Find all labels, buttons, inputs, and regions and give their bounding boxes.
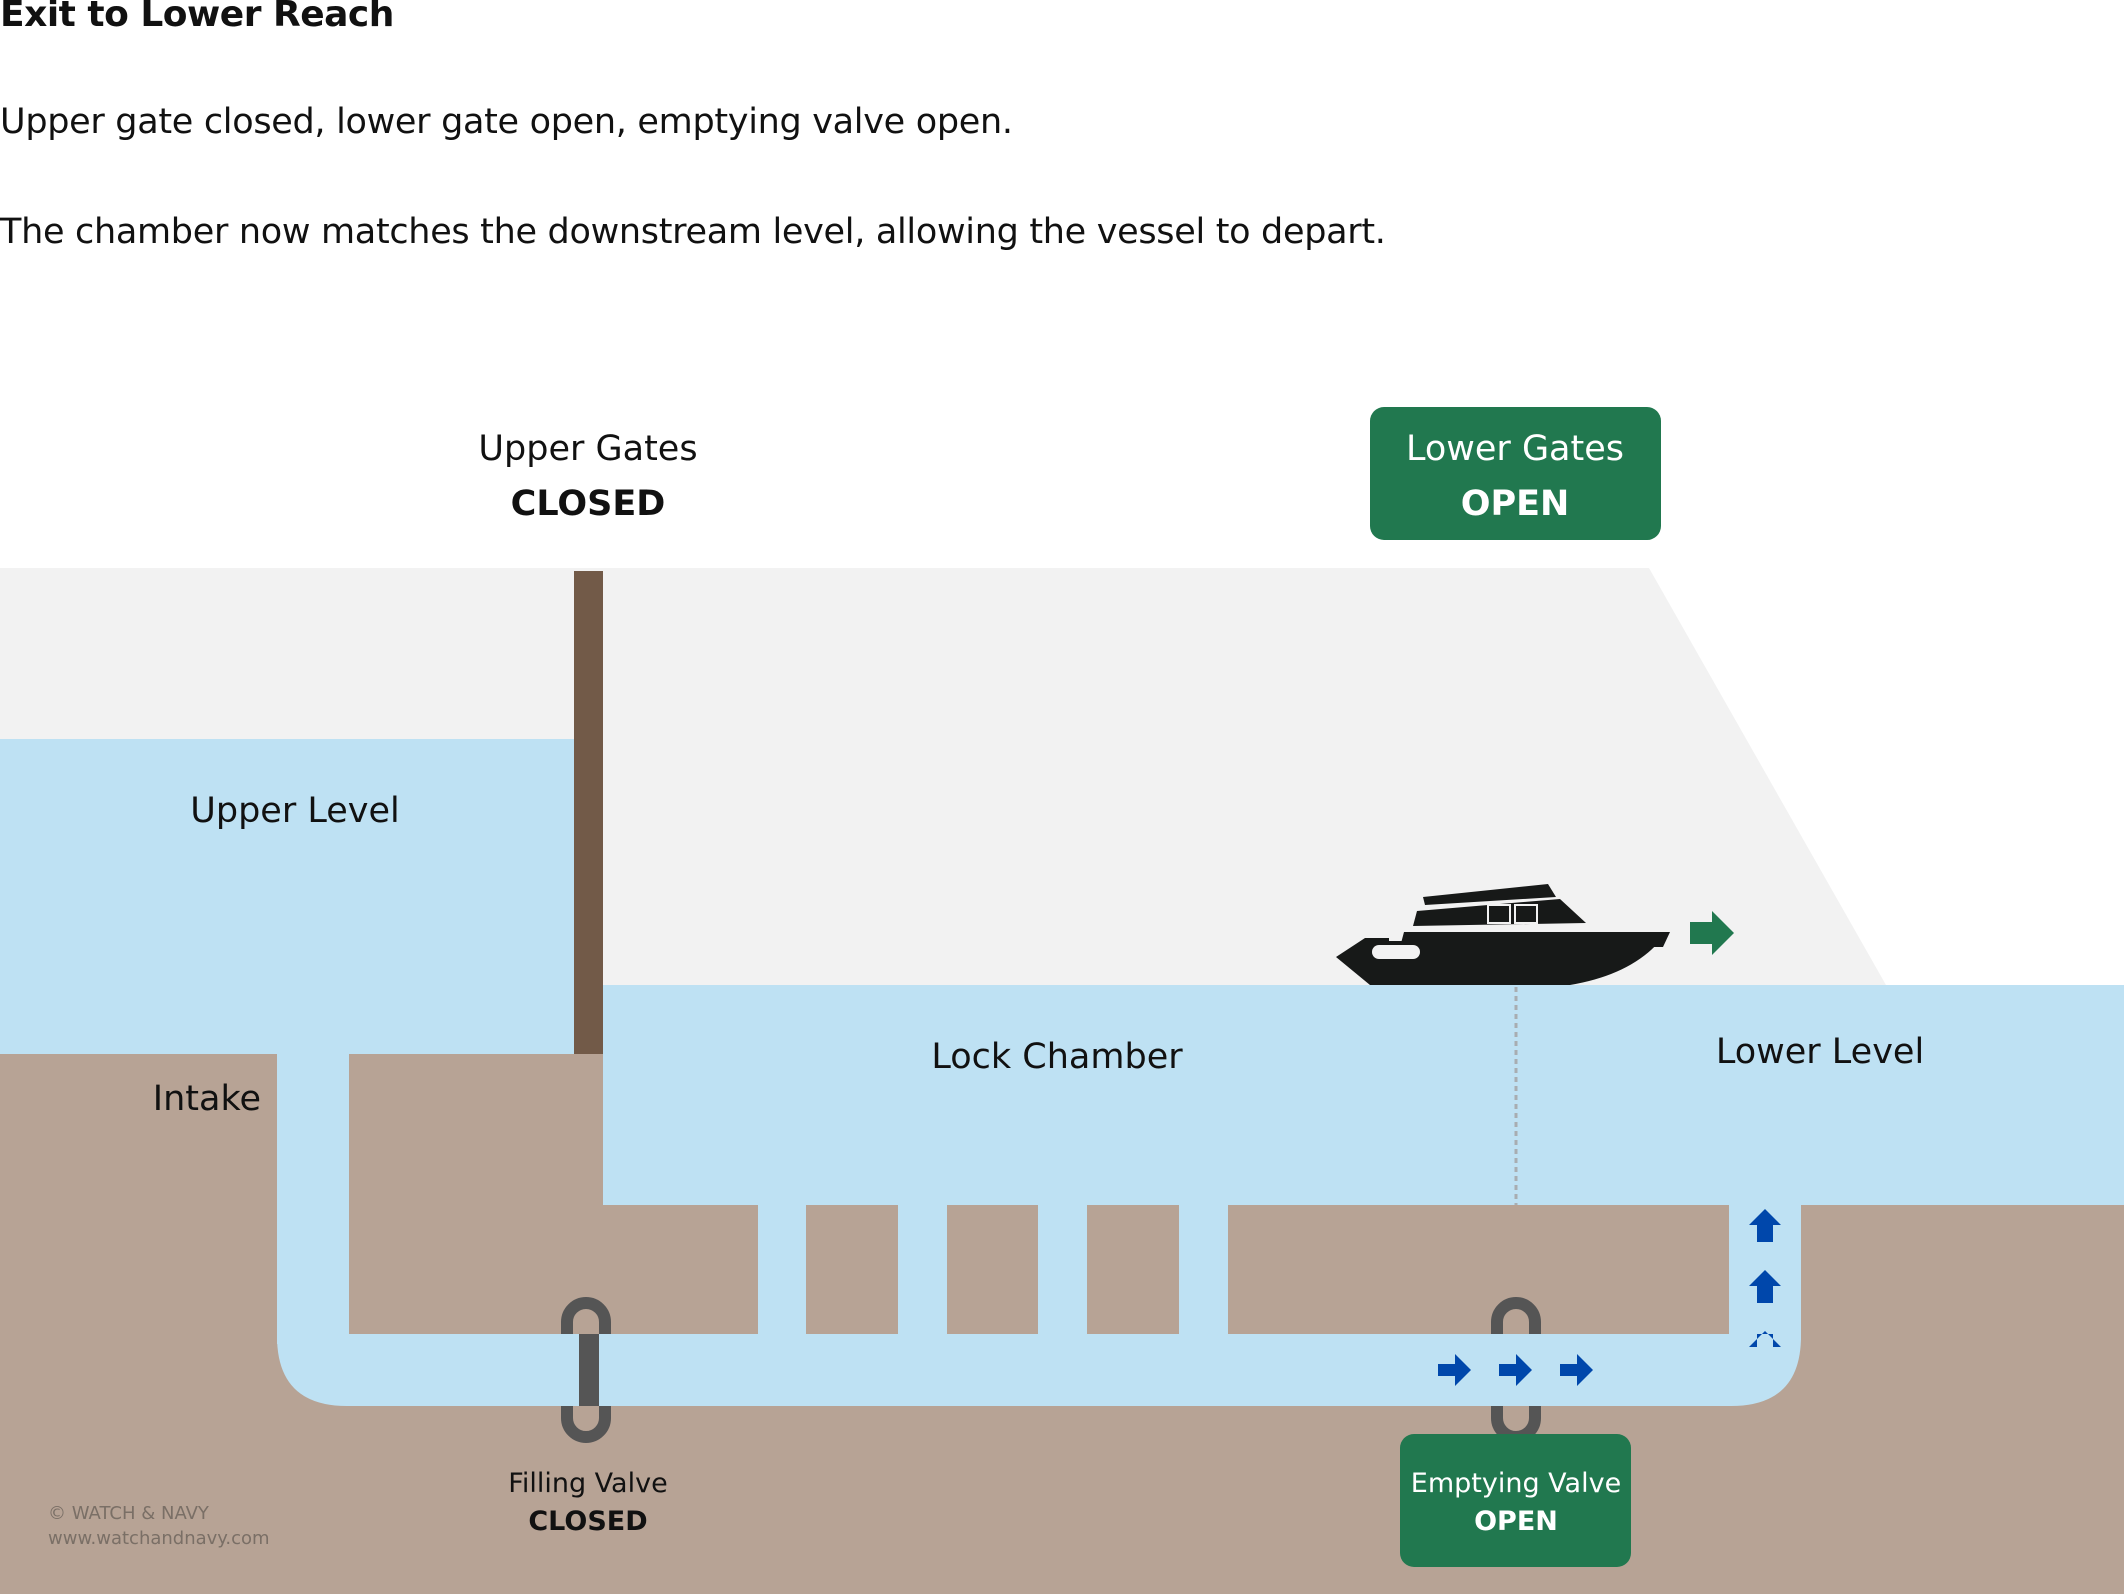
lower-gates-badge <box>1370 407 1661 540</box>
lower-gates-state: OPEN <box>1461 484 1570 524</box>
state-description: Upper gate closed, lower gate open, empt… <box>0 102 1013 142</box>
boat-direction-arrow-icon <box>1690 911 1734 955</box>
boat-icon <box>1336 884 1670 985</box>
port <box>758 1200 806 1340</box>
upper-gates-name: Upper Gates <box>478 429 697 469</box>
flow-arrow-up-icon <box>1749 1209 1781 1242</box>
filling-valve-icon <box>561 1297 611 1443</box>
chamber-water <box>603 985 2124 1205</box>
filling-valve-name: Filling Valve <box>508 1468 667 1499</box>
emptying-valve-badge <box>1400 1434 1631 1567</box>
website-url: www.watchandnavy.com <box>48 1528 270 1549</box>
filling-valve-state: CLOSED <box>528 1506 647 1537</box>
flow-arrow-up-icon <box>1749 1331 1781 1347</box>
port <box>898 1200 947 1340</box>
flow-arrow-right-icon <box>1560 1354 1593 1386</box>
copyright-text: © WATCH & NAVY <box>48 1503 210 1524</box>
lock-chamber-label: Lock Chamber <box>931 1037 1183 1077</box>
upper-gate <box>574 571 603 1054</box>
lower-gates-name: Lower Gates <box>1406 429 1624 469</box>
culvert <box>277 1334 1801 1406</box>
intake-label: Intake <box>153 1079 261 1119</box>
lower-level-label: Lower Level <box>1716 1032 1924 1072</box>
upper-level-label: Upper Level <box>190 791 400 831</box>
port <box>1179 1200 1228 1340</box>
flow-arrow-up-icon <box>1749 1270 1781 1303</box>
port <box>1038 1200 1087 1340</box>
upper-gates-state: CLOSED <box>511 484 666 524</box>
page-title: Exit to Lower Reach <box>0 0 394 35</box>
intake-shaft <box>277 1054 349 1344</box>
upper-level-water <box>0 739 574 1054</box>
emptying-valve-state: OPEN <box>1474 1506 1558 1537</box>
flow-arrow-right-icon <box>1438 1354 1471 1386</box>
emptying-valve-name: Emptying Valve <box>1411 1468 1621 1499</box>
flow-arrow-right-icon <box>1499 1354 1532 1386</box>
state-explanation: The chamber now matches the downstream l… <box>0 212 1386 252</box>
